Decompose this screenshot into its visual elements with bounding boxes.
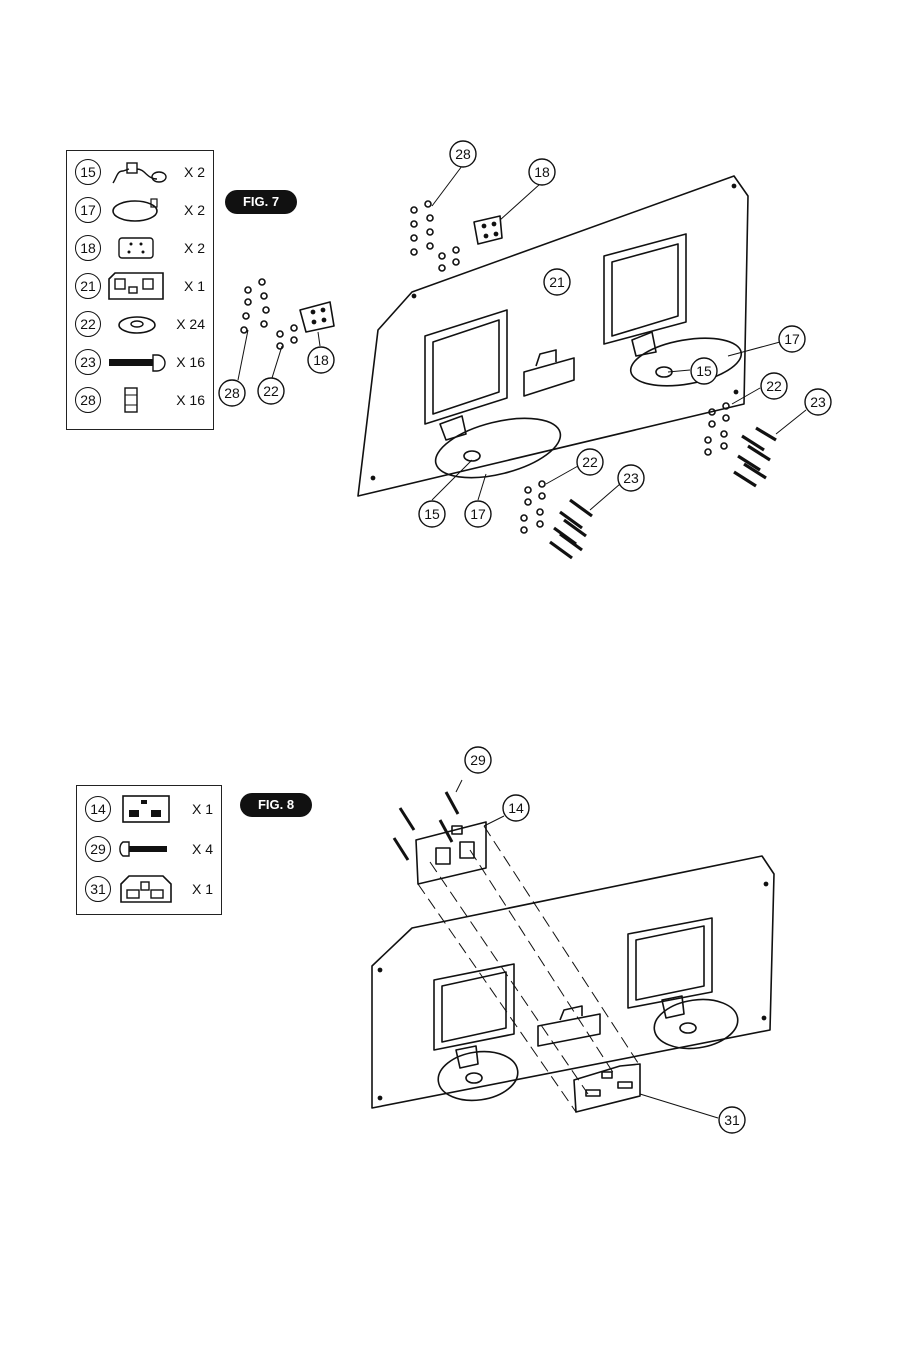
callout-22-bottom: 22 xyxy=(577,449,603,475)
callout-14: 14 xyxy=(503,795,529,821)
callout-18-left: 18 xyxy=(308,347,334,373)
svg-text:22: 22 xyxy=(766,378,782,394)
svg-text:18: 18 xyxy=(313,352,329,368)
callout-23-bottom: 23 xyxy=(618,465,644,491)
callout-21: 21 xyxy=(544,269,570,295)
svg-text:18: 18 xyxy=(534,164,550,180)
svg-text:15: 15 xyxy=(424,506,440,522)
callout-15-left: 15 xyxy=(419,501,445,527)
callout-29: 29 xyxy=(465,747,491,773)
callout-31: 31 xyxy=(719,1107,745,1133)
svg-text:31: 31 xyxy=(724,1112,740,1128)
callout-17-left: 17 xyxy=(465,501,491,527)
svg-text:21: 21 xyxy=(549,274,565,290)
svg-text:22: 22 xyxy=(263,383,279,399)
callout-22-right: 22 xyxy=(761,373,787,399)
svg-text:17: 17 xyxy=(470,506,486,522)
svg-text:23: 23 xyxy=(810,394,826,410)
svg-text:23: 23 xyxy=(623,470,639,486)
svg-text:28: 28 xyxy=(455,146,471,162)
svg-text:14: 14 xyxy=(508,800,524,816)
callout-15-right: 15 xyxy=(691,358,717,384)
svg-text:15: 15 xyxy=(696,363,712,379)
svg-text:17: 17 xyxy=(784,331,800,347)
callout-17-right: 17 xyxy=(779,326,805,352)
callout-18-top: 18 xyxy=(529,159,555,185)
svg-text:28: 28 xyxy=(224,385,240,401)
svg-text:29: 29 xyxy=(470,752,486,768)
callout-22-left: 22 xyxy=(258,378,284,404)
callout-28-left: 28 xyxy=(219,380,245,406)
mounting-plate xyxy=(300,302,334,332)
svg-text:22: 22 xyxy=(582,454,598,470)
loose-nuts-group xyxy=(241,279,269,333)
backboard-panel-fig8 xyxy=(372,856,774,1108)
callout-28-top: 28 xyxy=(450,141,476,167)
loose-washers-group xyxy=(277,325,297,349)
callout-23-right: 23 xyxy=(805,389,831,415)
